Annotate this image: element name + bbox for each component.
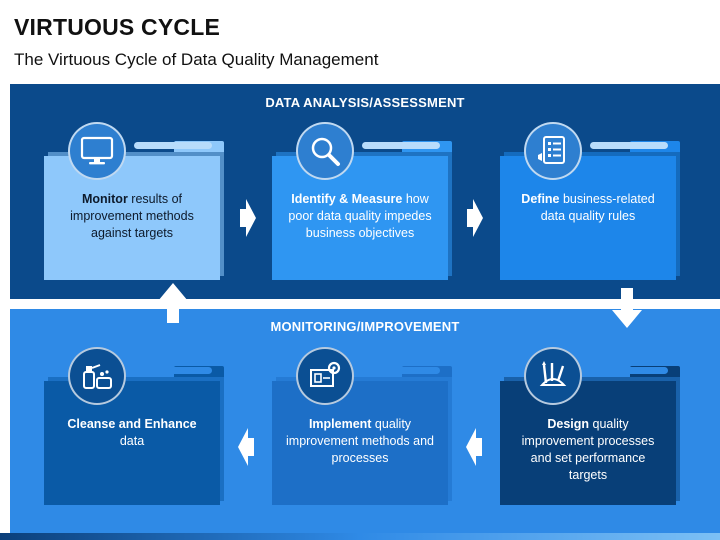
card-cleanse: Cleanse and Enhance data — [44, 366, 224, 505]
card-implement: Implement quality improvement methods an… — [272, 366, 452, 505]
arrow-right-icon — [240, 199, 256, 237]
card-identify-text: Identify & Measure how poor data quality… — [272, 156, 448, 280]
arrow-down-icon — [612, 288, 642, 328]
slide-subtitle: The Virtuous Cycle of Data Quality Manag… — [14, 50, 379, 69]
arrow-up-icon — [158, 283, 188, 323]
card-monitor: Monitor results of improvement methods a… — [44, 141, 224, 280]
card-design-text: Design quality improvement processes and… — [500, 381, 676, 505]
bottom-decor-strip — [0, 533, 720, 540]
card-monitor-dash — [134, 142, 212, 149]
checklist-icon — [524, 122, 582, 180]
bottom-band-label: MONITORING/IMPROVEMENT — [270, 319, 460, 334]
card-implement-dash — [362, 367, 440, 374]
card-identify-dash — [362, 142, 440, 149]
card-implement-text: Implement quality improvement methods an… — [272, 381, 448, 505]
card-cleanse-dash — [134, 367, 212, 374]
blueprint-gear-icon — [296, 347, 354, 405]
card-monitor-text: Monitor results of improvement methods a… — [44, 156, 220, 280]
monitor-icon — [68, 122, 126, 180]
card-cleanse-text: Cleanse and Enhance data — [44, 381, 220, 505]
card-define-text: Define business-related data quality rul… — [500, 156, 676, 280]
card-define-dash — [590, 142, 668, 149]
card-design: Design quality improvement processes and… — [500, 366, 680, 505]
design-tools-icon — [524, 347, 582, 405]
arrow-right-icon — [467, 199, 483, 237]
top-band-label: DATA ANALYSIS/ASSESSMENT — [265, 95, 465, 110]
card-design-dash — [590, 367, 668, 374]
card-define: Define business-related data quality rul… — [500, 141, 680, 280]
arrow-left-icon — [238, 428, 254, 466]
magnifier-icon — [296, 122, 354, 180]
arrow-left-icon — [466, 428, 482, 466]
card-identify: Identify & Measure how poor data quality… — [272, 141, 452, 280]
slide-title: VIRTUOUS CYCLE — [14, 14, 220, 40]
cleaning-icon — [68, 347, 126, 405]
